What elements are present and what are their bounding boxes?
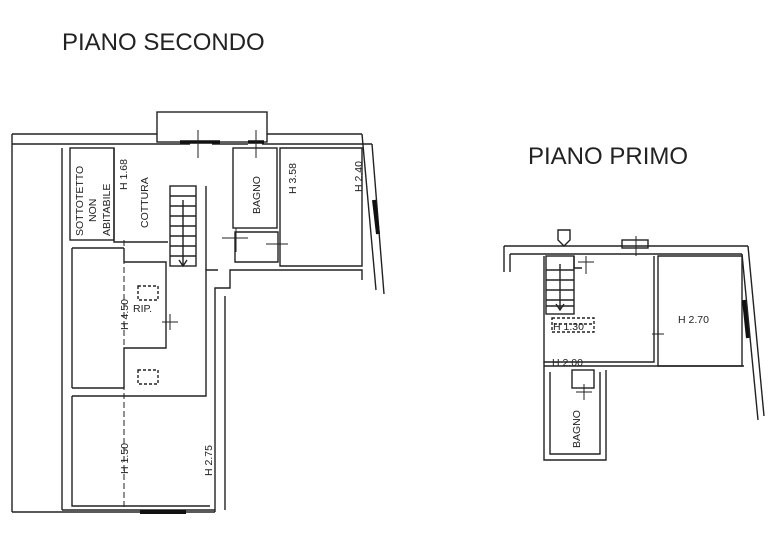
label-h-270: H 2.70 xyxy=(678,314,709,326)
label-bagno-secondo: BAGNO xyxy=(251,176,263,214)
title-piano-primo: PIANO PRIMO xyxy=(528,143,688,170)
room-cottura xyxy=(113,148,168,243)
label-h-358: H 3.58 xyxy=(287,163,299,194)
wall-lower-right xyxy=(214,269,363,512)
label-bagno-primo: BAGNO xyxy=(571,410,583,448)
outer-wall-left xyxy=(11,134,63,512)
primo-room-right xyxy=(657,255,743,367)
label-h-130: H 1.30 xyxy=(553,321,584,333)
label-h-200: H 2.00 xyxy=(552,357,583,369)
roof-box xyxy=(156,111,268,143)
label-h-450: H 4.50 xyxy=(119,299,131,330)
primo-chimney xyxy=(621,239,649,249)
primo-wall-top-left xyxy=(503,246,511,272)
room-bagno-secondo xyxy=(232,147,278,229)
door-marks xyxy=(162,130,288,330)
stair-primo xyxy=(545,255,575,315)
label-h-150: H 1.50 xyxy=(119,443,131,474)
bagno-passage xyxy=(234,231,279,263)
label-sottotetto-3: ABITABILE xyxy=(101,184,113,236)
room-h358 xyxy=(279,147,363,267)
primo-door-marks xyxy=(576,236,664,400)
dash-box-1 xyxy=(137,285,159,301)
room-ripostiglio-walls xyxy=(71,247,124,388)
primo-wall-top xyxy=(504,245,748,255)
room-large-bottom xyxy=(71,269,218,507)
label-h-240: H 2.40 xyxy=(353,161,365,192)
label-h-168: H 1.68 xyxy=(118,159,130,190)
plan-piano-primo xyxy=(503,229,765,461)
label-sottotetto-1: SOTTOTETTO xyxy=(74,166,86,236)
primo-bagno-door xyxy=(571,369,595,389)
stair-landing xyxy=(573,256,582,269)
outer-wall-right xyxy=(361,133,385,295)
window-right xyxy=(372,199,380,235)
label-cottura: COTTURA xyxy=(139,177,151,228)
stair-arrow xyxy=(178,200,188,268)
primo-window xyxy=(742,299,750,339)
label-sottotetto-2: NON xyxy=(87,199,99,222)
primo-room-left xyxy=(543,256,655,363)
dash-box-2 xyxy=(137,369,159,385)
entry-arrow xyxy=(557,229,571,247)
stair-primo-arrow xyxy=(555,264,565,312)
label-h-275: H 2.75 xyxy=(203,445,215,476)
primo-dash-box xyxy=(551,317,595,333)
plan-piano-secondo xyxy=(11,111,385,514)
primo-wall-right xyxy=(741,245,765,421)
title-piano-secondo: PIANO SECONDO xyxy=(62,29,265,56)
primo-bagno xyxy=(543,362,744,461)
label-rip: RIP. xyxy=(133,303,152,315)
